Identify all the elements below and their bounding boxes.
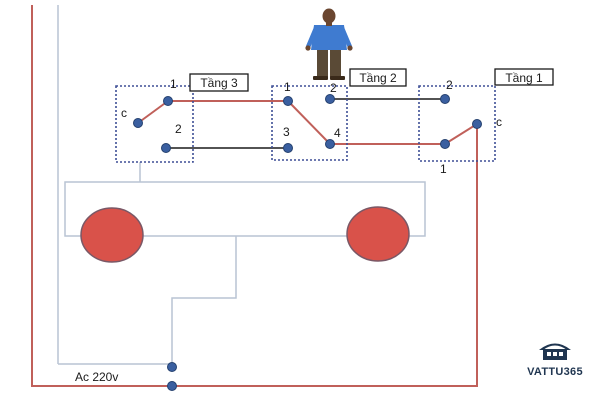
terminal-floor1-1 [440,139,450,149]
terminal-floor1-2 [440,94,450,104]
terminal-label: 2 [446,78,453,92]
person-illustration [305,8,353,80]
terminal-floor2-2 [325,94,335,104]
terminal-floor1-c [472,119,482,129]
terminal-floor2-3 [283,143,293,153]
terminal-floor3-1 [163,96,173,106]
floor-label-boxes [189,68,554,92]
brand-logo: VATTU365 [520,338,590,378]
terminal-label: 3 [283,125,290,139]
brand-name: VATTU365 [527,366,583,378]
switch-box-floor2 [271,85,348,161]
terminal-label: 2 [330,81,337,95]
terminal-label: 1 [440,162,447,176]
switch-box-floor1 [418,85,496,162]
floor2-label: Tầng 2 [359,71,397,85]
supply-label: Ac 220v [75,370,118,384]
terminal-floor3-c [133,118,143,128]
terminals [133,94,482,391]
terminal-floor2-1 [283,96,293,106]
lamp-left [80,207,144,263]
floor3-label: Tầng 3 [200,76,238,90]
terminal-label: 2 [175,122,182,136]
terminal-live-supply [167,381,177,391]
terminal-label: 4 [334,126,341,140]
terminal-label: 1 [284,80,291,94]
switch-boxes [115,85,496,163]
switch-box-floor3 [115,85,194,163]
terminal-floor3-2 [161,143,171,153]
terminal-neutral-supply [167,362,177,372]
terminal-label: c [496,115,502,129]
live-wires [31,5,478,387]
terminal-floor2-4 [325,139,335,149]
traveller-wires [166,98,445,149]
floor1-label: Tầng 1 [505,71,543,85]
house-logo-icon [539,343,571,360]
neutral-wires [57,5,426,365]
lamp-right [346,206,410,262]
terminal-label: 1 [170,77,177,91]
terminal-label: c [121,106,127,120]
